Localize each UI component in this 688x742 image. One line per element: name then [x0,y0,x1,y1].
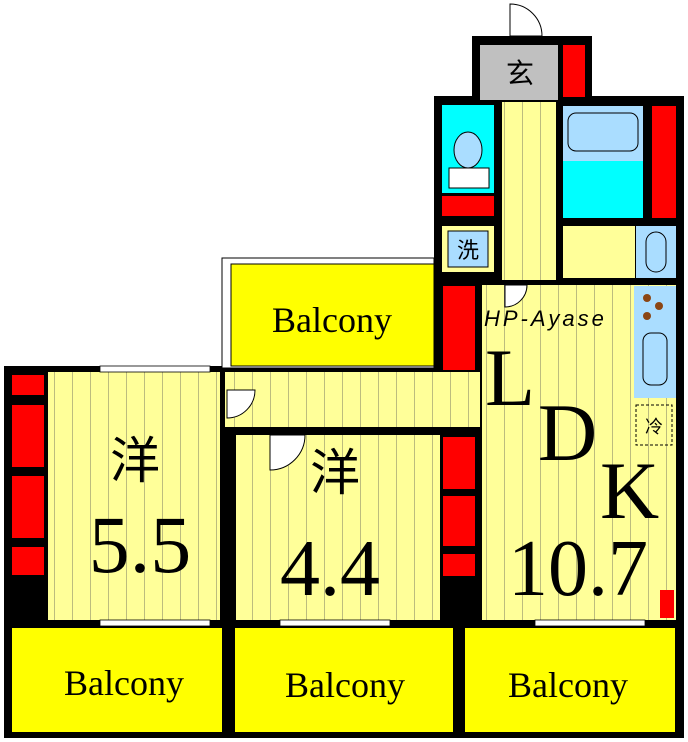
hallway [502,102,556,280]
ldk-letter-k: K [600,445,659,536]
closet [12,375,44,395]
front-door[interactable] [509,3,543,37]
western-room-1 [48,372,220,620]
window [279,619,391,627]
closet [443,554,475,576]
window [534,619,646,627]
balcony-top [230,263,435,367]
balcony-bottom-left [12,628,222,732]
closet [12,476,44,538]
closet [443,437,475,489]
window [99,365,211,373]
ldk-size: 10.7 [508,525,648,613]
balcony-bottom-right [465,628,675,732]
kitchen-sink [642,332,668,386]
ldk-letter-d: D [538,387,597,478]
wash-room [563,226,635,278]
door[interactable] [226,389,256,419]
ldk-letter-l: L [485,332,535,423]
room-1-size: 5.5 [89,499,192,590]
toilet-closet [442,196,494,216]
balcony-label: Balcony [272,300,392,340]
balcony-label: Balcony [285,665,405,705]
toilet-icon [453,131,483,169]
fridge-label: 冷 [645,417,663,437]
shoe-closet [563,45,585,97]
closet [12,405,44,467]
bathtub-icon [567,112,639,152]
corridor [225,372,480,427]
room-2-type: 洋 [310,445,360,501]
balcony-label: Balcony [64,663,184,703]
stove-burner [643,294,651,302]
window [99,619,211,627]
closet [443,496,475,546]
bath-closet [652,106,676,218]
entrance-label: 玄 [506,58,534,90]
balcony-label: Balcony [508,665,628,705]
room-2-size: 4.4 [280,525,380,613]
watermark: HP-Ayase [484,306,607,331]
balcony-bottom-middle [235,628,453,732]
closet [12,547,44,575]
door[interactable] [504,284,528,308]
room-1-type: 洋 [110,433,160,489]
ldk-closet [443,286,475,370]
door[interactable] [269,434,306,471]
entrance [480,45,558,100]
fridge-space [635,404,673,446]
laundry-label: 洗 [457,238,479,263]
